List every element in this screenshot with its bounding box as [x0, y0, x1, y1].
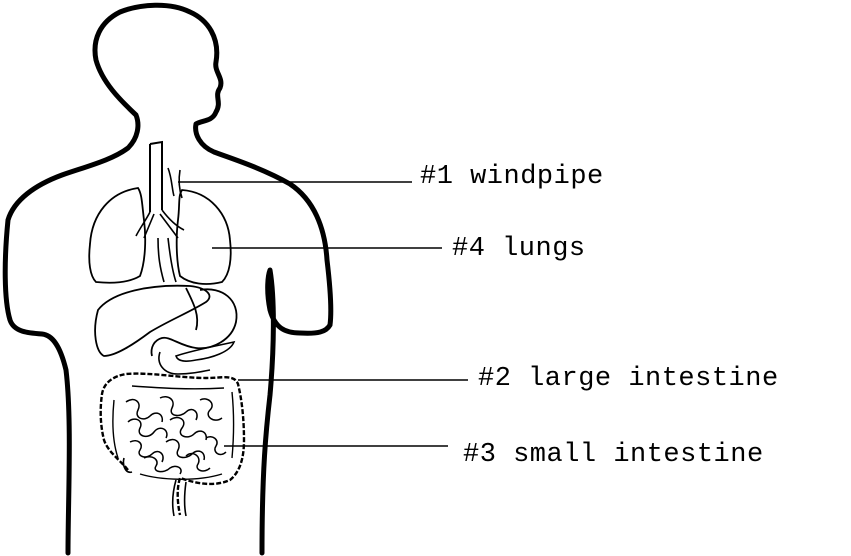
body-silhouette — [5, 5, 331, 553]
stomach-drawing — [151, 288, 236, 356]
label-windpipe: #1 windpipe — [420, 164, 604, 191]
large-intestine-drawing — [101, 374, 244, 515]
label-lungs: #4 lungs — [452, 236, 586, 263]
lung-right-drawing — [177, 190, 231, 284]
label-large-intestine: #2 large intestine — [478, 366, 779, 393]
windpipe-drawing — [150, 142, 162, 212]
esophagus-lower-drawing — [158, 238, 176, 282]
small-intestine-drawing — [126, 397, 226, 474]
duodenum-drawing — [159, 352, 210, 374]
label-small-intestine: #3 small intestine — [463, 442, 764, 469]
